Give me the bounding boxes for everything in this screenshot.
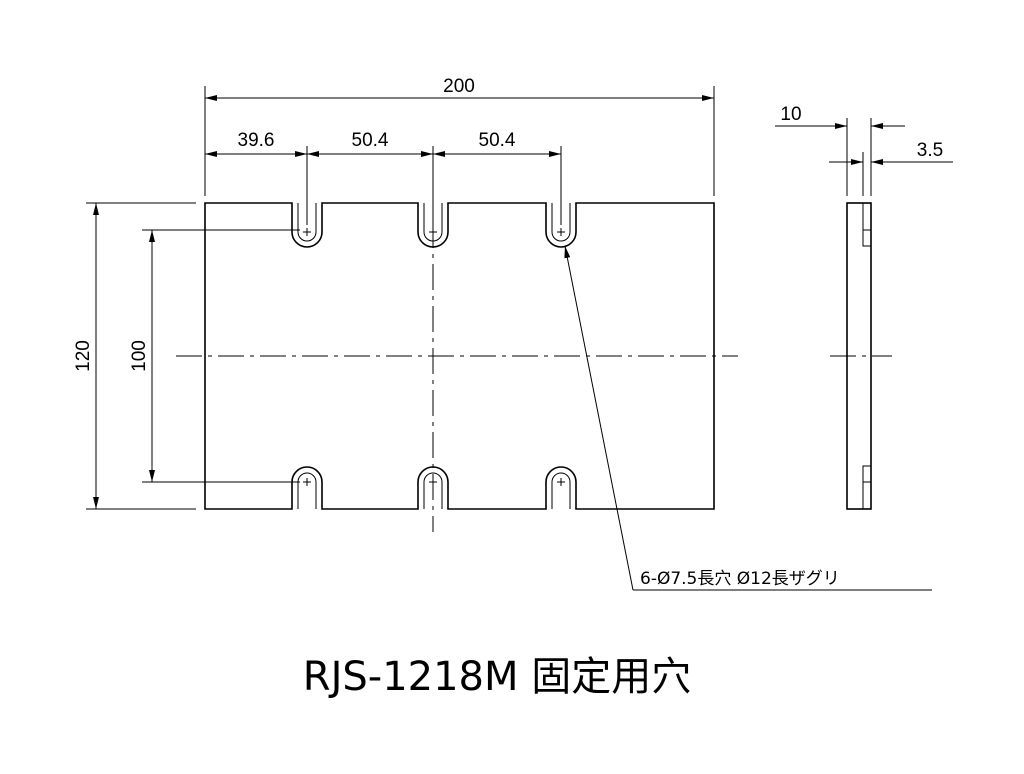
slot-top-1 [297, 203, 317, 242]
overall-height-label: 120 [73, 340, 94, 372]
drawing-title: RJS-1218M 固定用穴 [303, 654, 691, 700]
top-dimensions: 200 39.6 50.4 50.4 [204, 76, 715, 225]
leader-line [564, 245, 634, 591]
overall-width-label: 200 [443, 76, 475, 97]
plate-outline [204, 202, 715, 510]
slot-pitch-2-label: 50.4 [479, 130, 516, 151]
slot-bottom-1 [297, 472, 317, 509]
counterbore-depth-label: 3.5 [917, 140, 943, 161]
slot-span-label: 100 [129, 340, 150, 372]
slot-top-3 [551, 203, 571, 242]
slot-pitch-1-label: 50.4 [352, 130, 389, 151]
slot-center-marks [303, 228, 565, 486]
thickness-label: 10 [780, 104, 801, 125]
counterbore-top [862, 203, 871, 247]
slot-note: 6-Ø7.5長穴 Ø12長ザグリ [564, 245, 932, 591]
counterbore-bottom [862, 465, 871, 509]
slot-offset-label: 39.6 [238, 130, 275, 151]
slot-note-text: 6-Ø7.5長穴 Ø12長ザグリ [640, 569, 840, 589]
side-view: 10 3.5 [775, 104, 953, 510]
slot-bottom-3 [551, 472, 571, 509]
left-dimensions: 120 100 [73, 202, 300, 510]
slot-bottom-2 [423, 472, 443, 509]
